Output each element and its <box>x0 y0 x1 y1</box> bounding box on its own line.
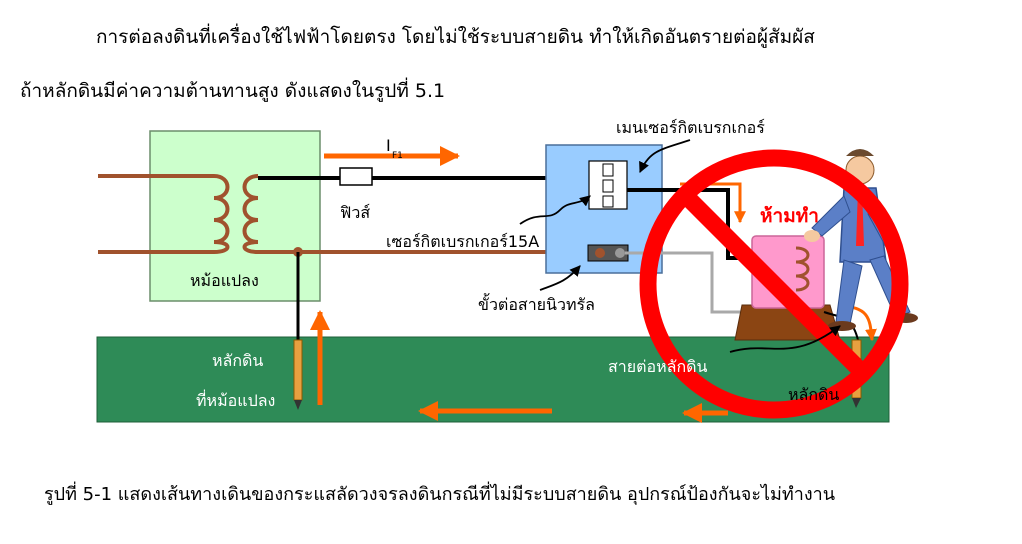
transformer-ground-label-2: ที่หม้อแปลง <box>196 389 275 410</box>
main-breaker-slot-2 <box>602 179 614 193</box>
prohibited-label: ห้ามทำ <box>760 205 819 227</box>
paragraph-line-2: ถ้าหลักดินมีค่าความต้านทานสูง ดังแสดงในร… <box>20 80 446 102</box>
main-breaker-slot-1 <box>602 163 614 177</box>
neutral-terminal-point <box>595 248 605 258</box>
figure-caption: รูปที่ 5-1 แสดงเส้นทางเดินของกระแสลัดวงจ… <box>44 484 836 505</box>
prohibition-slash <box>679 189 869 379</box>
branch-breaker-label: เซอร์กิตเบรกเกอร์15A <box>386 232 539 251</box>
main-breaker-slot-3 <box>602 195 614 208</box>
neutral-terminal-label: ขั้วต่อสายนิวทรัล <box>478 293 595 314</box>
transformer-ground-rod <box>293 339 303 401</box>
appliance-ground-label: หลักดิน <box>788 385 839 404</box>
ground-wire-label: สายต่อหลักดิน <box>608 357 708 376</box>
transformer-box <box>149 130 321 302</box>
transformer-ground-label-1: หลักดิน <box>212 351 263 370</box>
pointer-neutral-terminal <box>539 265 581 291</box>
pointer-branch-breaker <box>519 195 591 225</box>
appliance-ground-rod-tip <box>852 398 861 408</box>
transformer-secondary-coil <box>242 174 259 254</box>
transformer-label: หม้อแปลง <box>190 271 259 290</box>
appliance-coil <box>795 246 810 292</box>
transformer-ground-rod-tip <box>294 400 302 410</box>
prohibition-circle <box>639 149 909 419</box>
transformer-primary-coil <box>213 174 230 254</box>
current-label: I <box>386 136 391 155</box>
fuse-label: ฟิวส์ <box>340 203 370 222</box>
fuse <box>339 167 373 186</box>
paragraph-line-1: การต่อลงดินที่เครื่องใช้ไฟฟ้าโดยตรง โดยไ… <box>96 26 815 48</box>
pointer-ground-wire <box>729 325 841 353</box>
appliance-neutral-wire <box>625 251 748 314</box>
neutral-terminal-point-2 <box>615 248 625 258</box>
current-label-sub: F1 <box>392 151 403 161</box>
pointer-main-breaker <box>639 139 691 173</box>
main-breaker-label: เมนเซอร์กิตเบรกเกอร์ <box>616 118 765 137</box>
